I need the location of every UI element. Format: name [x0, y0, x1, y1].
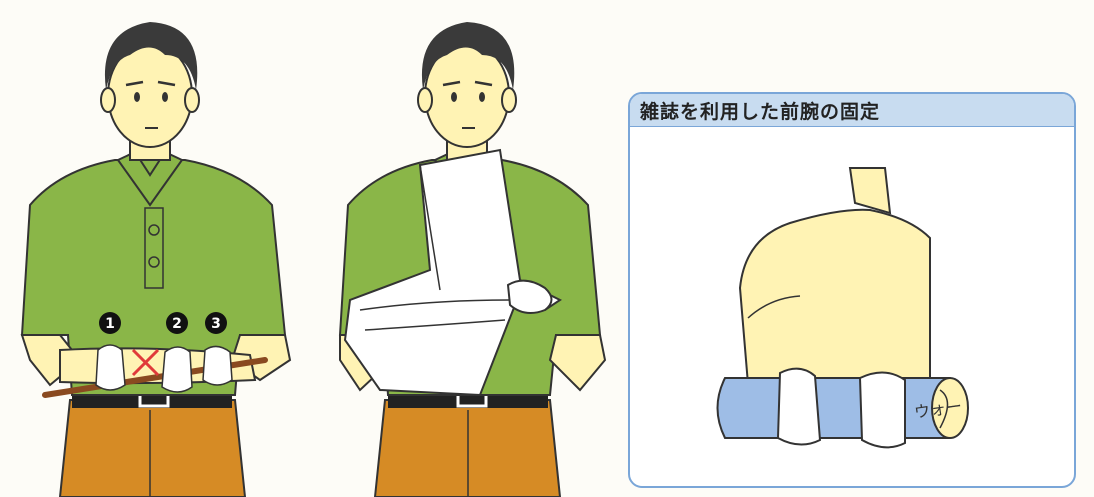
figure-sling [338, 22, 607, 497]
illustration-panel: 1 2 3 [20, 22, 607, 497]
marker-2 [166, 312, 188, 334]
marker-3-label: 3 [211, 316, 221, 332]
marker-1 [99, 312, 121, 334]
inset-header: 雑誌を利用した前腕の固定 [630, 94, 1074, 127]
magazine-splint-inset: 雑誌を利用した前腕の固定 ウォー [628, 92, 1076, 488]
rolled-magazine: ウォー [716, 367, 969, 449]
splint-and-sling-illustration: 1 2 3 [20, 22, 607, 497]
magazine-splint-illustration: ウォー [716, 167, 969, 449]
marker-3 [205, 312, 227, 334]
figure-splint: 1 2 3 [20, 22, 292, 497]
inset-title: 雑誌を利用した前腕の固定 [640, 100, 881, 123]
marker-2-label: 2 [172, 316, 182, 332]
marker-1-label: 1 [105, 316, 115, 332]
